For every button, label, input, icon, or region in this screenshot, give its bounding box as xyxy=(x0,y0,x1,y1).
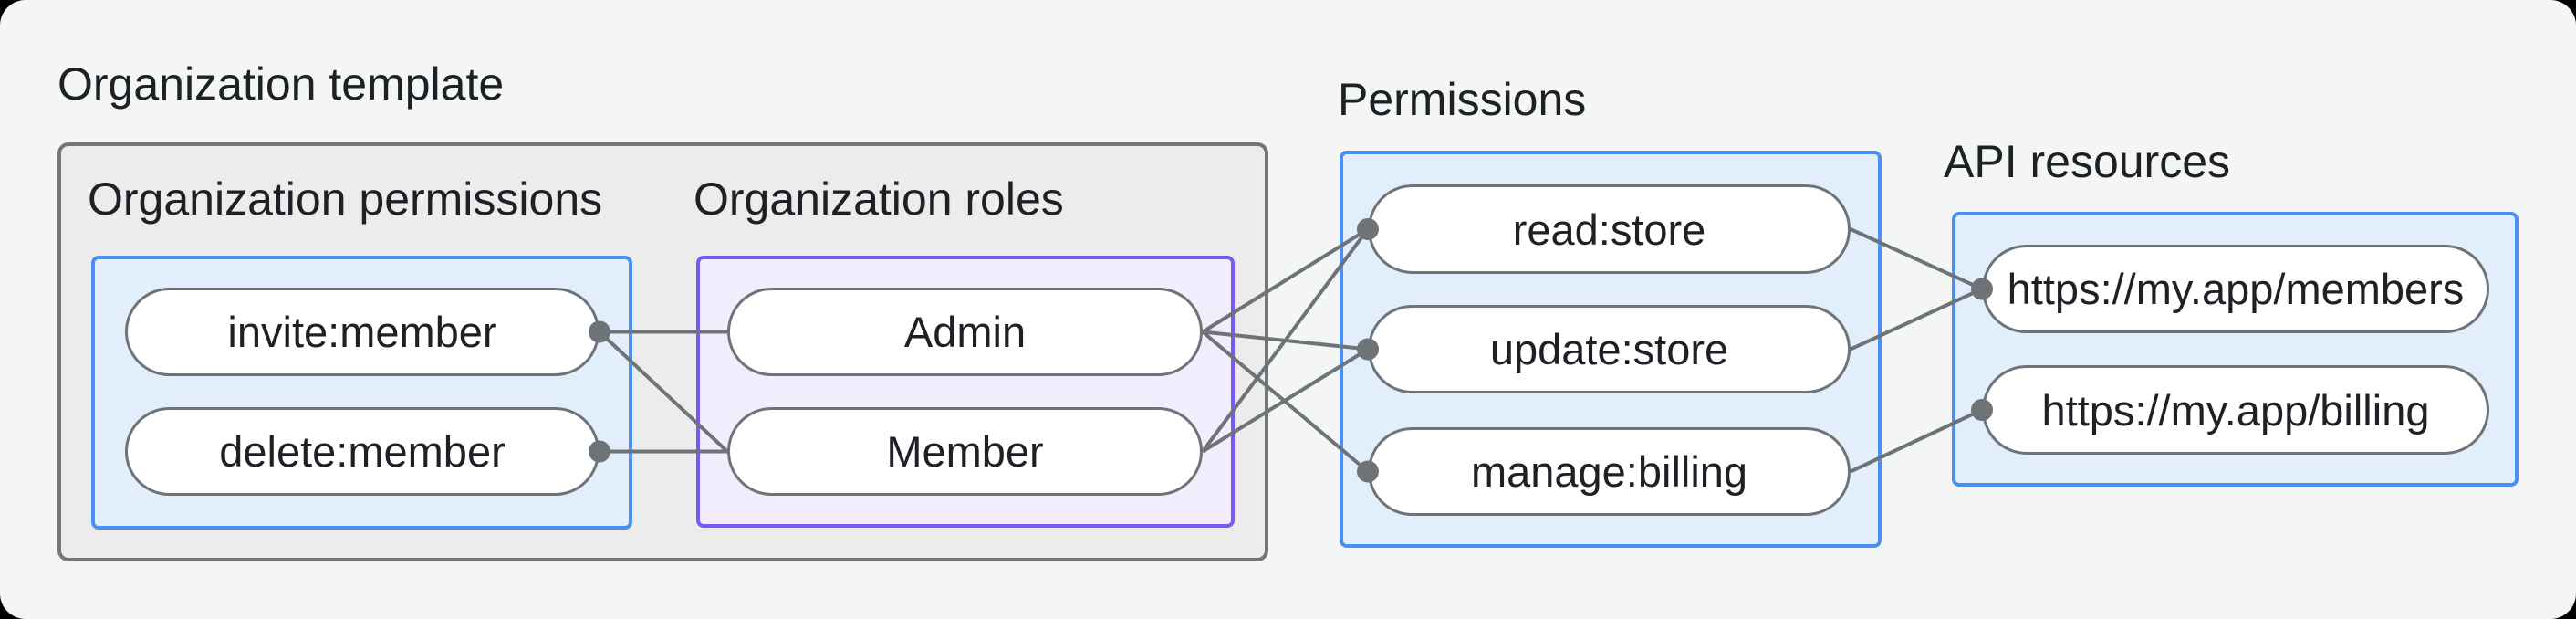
node-pill-invite-member: invite:member xyxy=(125,288,600,376)
node-pill-read-store: read:store xyxy=(1368,184,1851,274)
org-permissions-label: Organization permissions xyxy=(88,173,603,225)
node-pill-delete-member: delete:member xyxy=(125,407,600,496)
node-pill-update-store: update:store xyxy=(1368,305,1851,393)
permissions-label: Permissions xyxy=(1338,74,1587,125)
api-resources-label: API resources xyxy=(1944,136,2231,187)
org-roles-label: Organization roles xyxy=(694,173,1064,225)
node-pill-member: Member xyxy=(727,407,1203,496)
org-template-title: Organization template xyxy=(57,58,505,110)
node-pill-admin: Admin xyxy=(727,288,1203,376)
node-pill-api-members-url: https://my.app/members xyxy=(1982,245,2489,333)
node-pill-api-billing-url: https://my.app/billing xyxy=(1982,365,2489,455)
node-pill-manage-billing: manage:billing xyxy=(1368,427,1851,516)
